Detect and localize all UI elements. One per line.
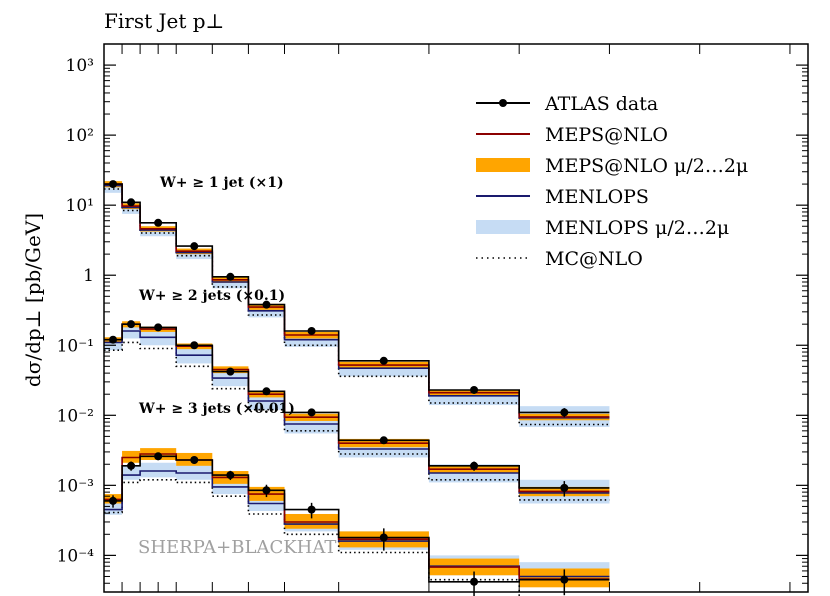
legend-label: ATLAS data [544,93,658,115]
data-point [262,387,271,396]
legend-label: MENLOPS [545,186,649,208]
data-point [379,356,388,365]
plot-frame [103,43,809,593]
uncertainty-bands [104,181,610,588]
data-point [154,218,163,227]
group-annotation: W+ ≥ 3 jets (×0.01) [138,401,295,417]
data-point [560,408,569,417]
menlops-band-bin [284,335,339,347]
y-tick-label: 1 [83,266,94,286]
axes: 10³ 10² 10¹ 1 10⁻¹ 10⁻² 10⁻³ 10⁻⁴ [57,43,809,593]
data-point [226,272,235,281]
legend-swatch-menlops-band [476,220,530,234]
data-point [226,367,235,376]
data-point [307,408,316,417]
data-point [190,242,199,251]
data-point [379,533,388,542]
legend-label: MEPS@NLO [545,124,668,146]
menlops-band-bin [140,462,177,478]
data-point [379,436,388,445]
data-point [109,335,118,344]
mcnlo-line [104,188,610,426]
menlops-band-bin [122,465,141,480]
y-axis-label: dσ/dp⊥ [pb/GeV] [21,213,45,387]
y-tick-label: 10¹ [66,196,94,216]
y-tick-label: 10⁻⁴ [57,546,95,566]
y-tick-label: 10³ [66,56,94,76]
annotations: W+ ≥ 1 jet (×1) W+ ≥ 2 jets (×0.1) W+ ≥ 3 … [138,175,295,417]
y-tick-label: 10⁻³ [57,476,94,496]
menlops-band-bin [212,277,249,289]
data-point [109,496,118,505]
data-point [307,326,316,335]
data-point [226,471,235,480]
legend-swatch-meps-band [476,158,530,172]
data-point [127,320,136,329]
data-point [262,486,271,495]
group-annotation: W+ ≥ 2 jets (×0.1) [138,288,285,304]
data-histogram [104,323,610,489]
group-annotation: W+ ≥ 1 jet (×1) [159,175,284,191]
data-point [109,180,118,189]
data-point [470,385,479,394]
menlops-band-bin [248,394,285,410]
watermark: SHERPA+BLACKHAT [138,537,336,558]
data-point [127,198,136,207]
legend-marker-data [499,99,507,107]
data-point [154,452,163,461]
legend-label: MEPS@NLO μ/2…2μ [545,155,748,177]
legend-label: MC@NLO [545,248,643,270]
data-point [470,577,479,586]
menlops-band-bin [248,306,285,318]
menlops-band-bin [176,464,213,480]
data-points [109,180,569,596]
data-point [560,575,569,584]
data-point [262,300,271,309]
data-histogram [104,183,610,414]
menlops-band-bin [212,371,249,387]
menlops-band-bin [140,330,177,346]
y-tick-label: 10⁻¹ [57,336,94,356]
series-lines [104,183,610,596]
data-point [307,505,316,514]
data-point [470,461,479,470]
data-point [154,323,163,332]
data-point [560,483,569,492]
data-point [190,341,199,350]
legend-label: MENLOPS μ/2…2μ [545,217,729,239]
y-tick-label: 10² [66,126,94,146]
menlops-band-bin [284,416,339,434]
data-point [127,461,136,470]
chart-title: First Jet p⊥ [104,9,224,33]
data-point [190,455,199,464]
menlops-band-bin [104,501,123,515]
data-histogram [104,455,610,583]
y-tick-label: 10⁻² [57,406,94,426]
